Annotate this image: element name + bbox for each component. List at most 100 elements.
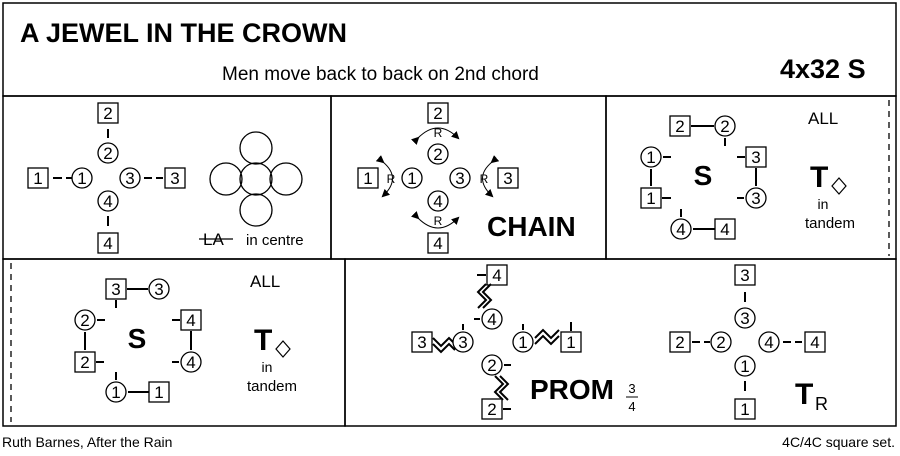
prom-track xyxy=(498,375,510,401)
woman-3 xyxy=(148,278,170,300)
woman-1 xyxy=(401,167,423,189)
woman-4 xyxy=(180,351,202,373)
woman-1 xyxy=(105,381,127,403)
svg-text:1: 1 xyxy=(154,383,163,402)
svg-text:3: 3 xyxy=(455,169,464,188)
woman-4 xyxy=(670,218,692,240)
turn-right-label: R xyxy=(815,394,828,414)
la-in-centre: in centre xyxy=(246,232,304,249)
svg-text:2: 2 xyxy=(103,144,112,163)
woman-3 xyxy=(449,167,471,189)
r-mark: R xyxy=(434,214,443,228)
svg-text:4: 4 xyxy=(810,333,819,352)
tandem-label: tandem xyxy=(247,378,297,395)
svg-text:3: 3 xyxy=(458,333,467,352)
woman-1 xyxy=(734,355,756,377)
svg-text:4: 4 xyxy=(433,192,442,211)
svg-text:1: 1 xyxy=(407,169,416,188)
woman-2 xyxy=(97,142,119,164)
panel-1: 2 2 1 1 3 3 4 4 LA in centre xyxy=(27,102,304,254)
woman-3 xyxy=(119,167,141,189)
svg-text:3: 3 xyxy=(417,333,426,352)
man-3 xyxy=(105,278,127,300)
woman-2 xyxy=(714,115,736,137)
svg-text:3: 3 xyxy=(751,148,760,167)
svg-text:1: 1 xyxy=(566,333,575,352)
man-1 xyxy=(640,187,662,209)
svg-text:1: 1 xyxy=(363,169,372,188)
svg-text:1: 1 xyxy=(646,189,655,208)
centre-circle-bottom xyxy=(239,193,273,227)
dance-subtitle: Men move back to back on 2nd chord xyxy=(222,64,539,85)
panel-4: 3 3 2 2 4 4 1 1 S ALL T in tandem xyxy=(74,272,297,403)
man-3 xyxy=(497,167,519,189)
panel-4-box xyxy=(2,258,346,427)
svg-text:1: 1 xyxy=(740,400,749,419)
man-2 xyxy=(97,102,119,124)
woman-3 xyxy=(745,187,767,209)
svg-text:3: 3 xyxy=(125,169,134,188)
centre-circle-mid xyxy=(239,162,273,196)
svg-text:4: 4 xyxy=(492,266,501,285)
dance-title: A JEWEL IN THE CROWN xyxy=(20,18,347,48)
svg-text:2: 2 xyxy=(720,117,729,136)
woman-3 xyxy=(452,331,474,353)
svg-text:1: 1 xyxy=(740,357,749,376)
svg-text:1: 1 xyxy=(77,169,86,188)
man-1 xyxy=(734,398,756,420)
panel-5-box xyxy=(344,258,897,427)
man-4 xyxy=(804,331,826,353)
man-4 xyxy=(486,264,508,286)
panel-3-box xyxy=(605,95,897,260)
man-2 xyxy=(669,331,691,353)
r-mark: R xyxy=(387,172,396,186)
svg-text:3: 3 xyxy=(154,280,163,299)
man-4 xyxy=(427,232,449,254)
prom-fraction-den: 4 xyxy=(628,399,635,414)
svg-text:4: 4 xyxy=(487,310,496,329)
man-4 xyxy=(97,232,119,254)
prom-label: PROM xyxy=(530,374,614,405)
svg-text:1: 1 xyxy=(111,383,120,402)
man-2 xyxy=(669,115,691,137)
r-mark: R xyxy=(480,172,489,186)
centre-circle-right xyxy=(269,162,303,196)
svg-text:2: 2 xyxy=(675,117,684,136)
woman-4 xyxy=(481,308,503,330)
svg-text:3: 3 xyxy=(503,169,512,188)
man-1 xyxy=(148,381,170,403)
woman-2 xyxy=(710,331,732,353)
diamond-icon xyxy=(831,177,847,195)
svg-text:1: 1 xyxy=(518,333,527,352)
prom-track xyxy=(432,336,456,348)
woman-4 xyxy=(758,331,780,353)
svg-text:4: 4 xyxy=(764,333,773,352)
footer-source: Ruth Barnes, After the Rain xyxy=(2,434,172,450)
chain-label: CHAIN xyxy=(487,211,576,242)
woman-1 xyxy=(640,146,662,168)
svg-text:2: 2 xyxy=(433,104,442,123)
svg-text:2: 2 xyxy=(487,356,496,375)
woman-2 xyxy=(481,354,503,376)
svg-text:2: 2 xyxy=(103,104,112,123)
man-2 xyxy=(427,102,449,124)
svg-text:3: 3 xyxy=(751,189,760,208)
panel-5: 4 4 3 3 1 1 2 2 PROM 3 xyxy=(411,264,828,420)
svg-text:4: 4 xyxy=(720,220,729,239)
set-label: S xyxy=(128,323,147,354)
woman-2 xyxy=(74,309,96,331)
in-label: in xyxy=(262,359,273,375)
man-3 xyxy=(745,146,767,168)
woman-2 xyxy=(427,143,449,165)
man-3 xyxy=(164,167,186,189)
svg-text:2: 2 xyxy=(433,145,442,164)
dance-format: 4x32 S xyxy=(780,54,866,84)
svg-text:3: 3 xyxy=(740,309,749,328)
svg-text:3: 3 xyxy=(740,266,749,285)
prom-track xyxy=(476,283,488,309)
panel-2: 2 R 2 1 R 1 3 R 3 4 R 4 CHAIN xyxy=(357,102,576,254)
tandem-label: tandem xyxy=(805,215,855,232)
prom-track xyxy=(534,328,560,340)
t-label: T xyxy=(810,161,828,194)
